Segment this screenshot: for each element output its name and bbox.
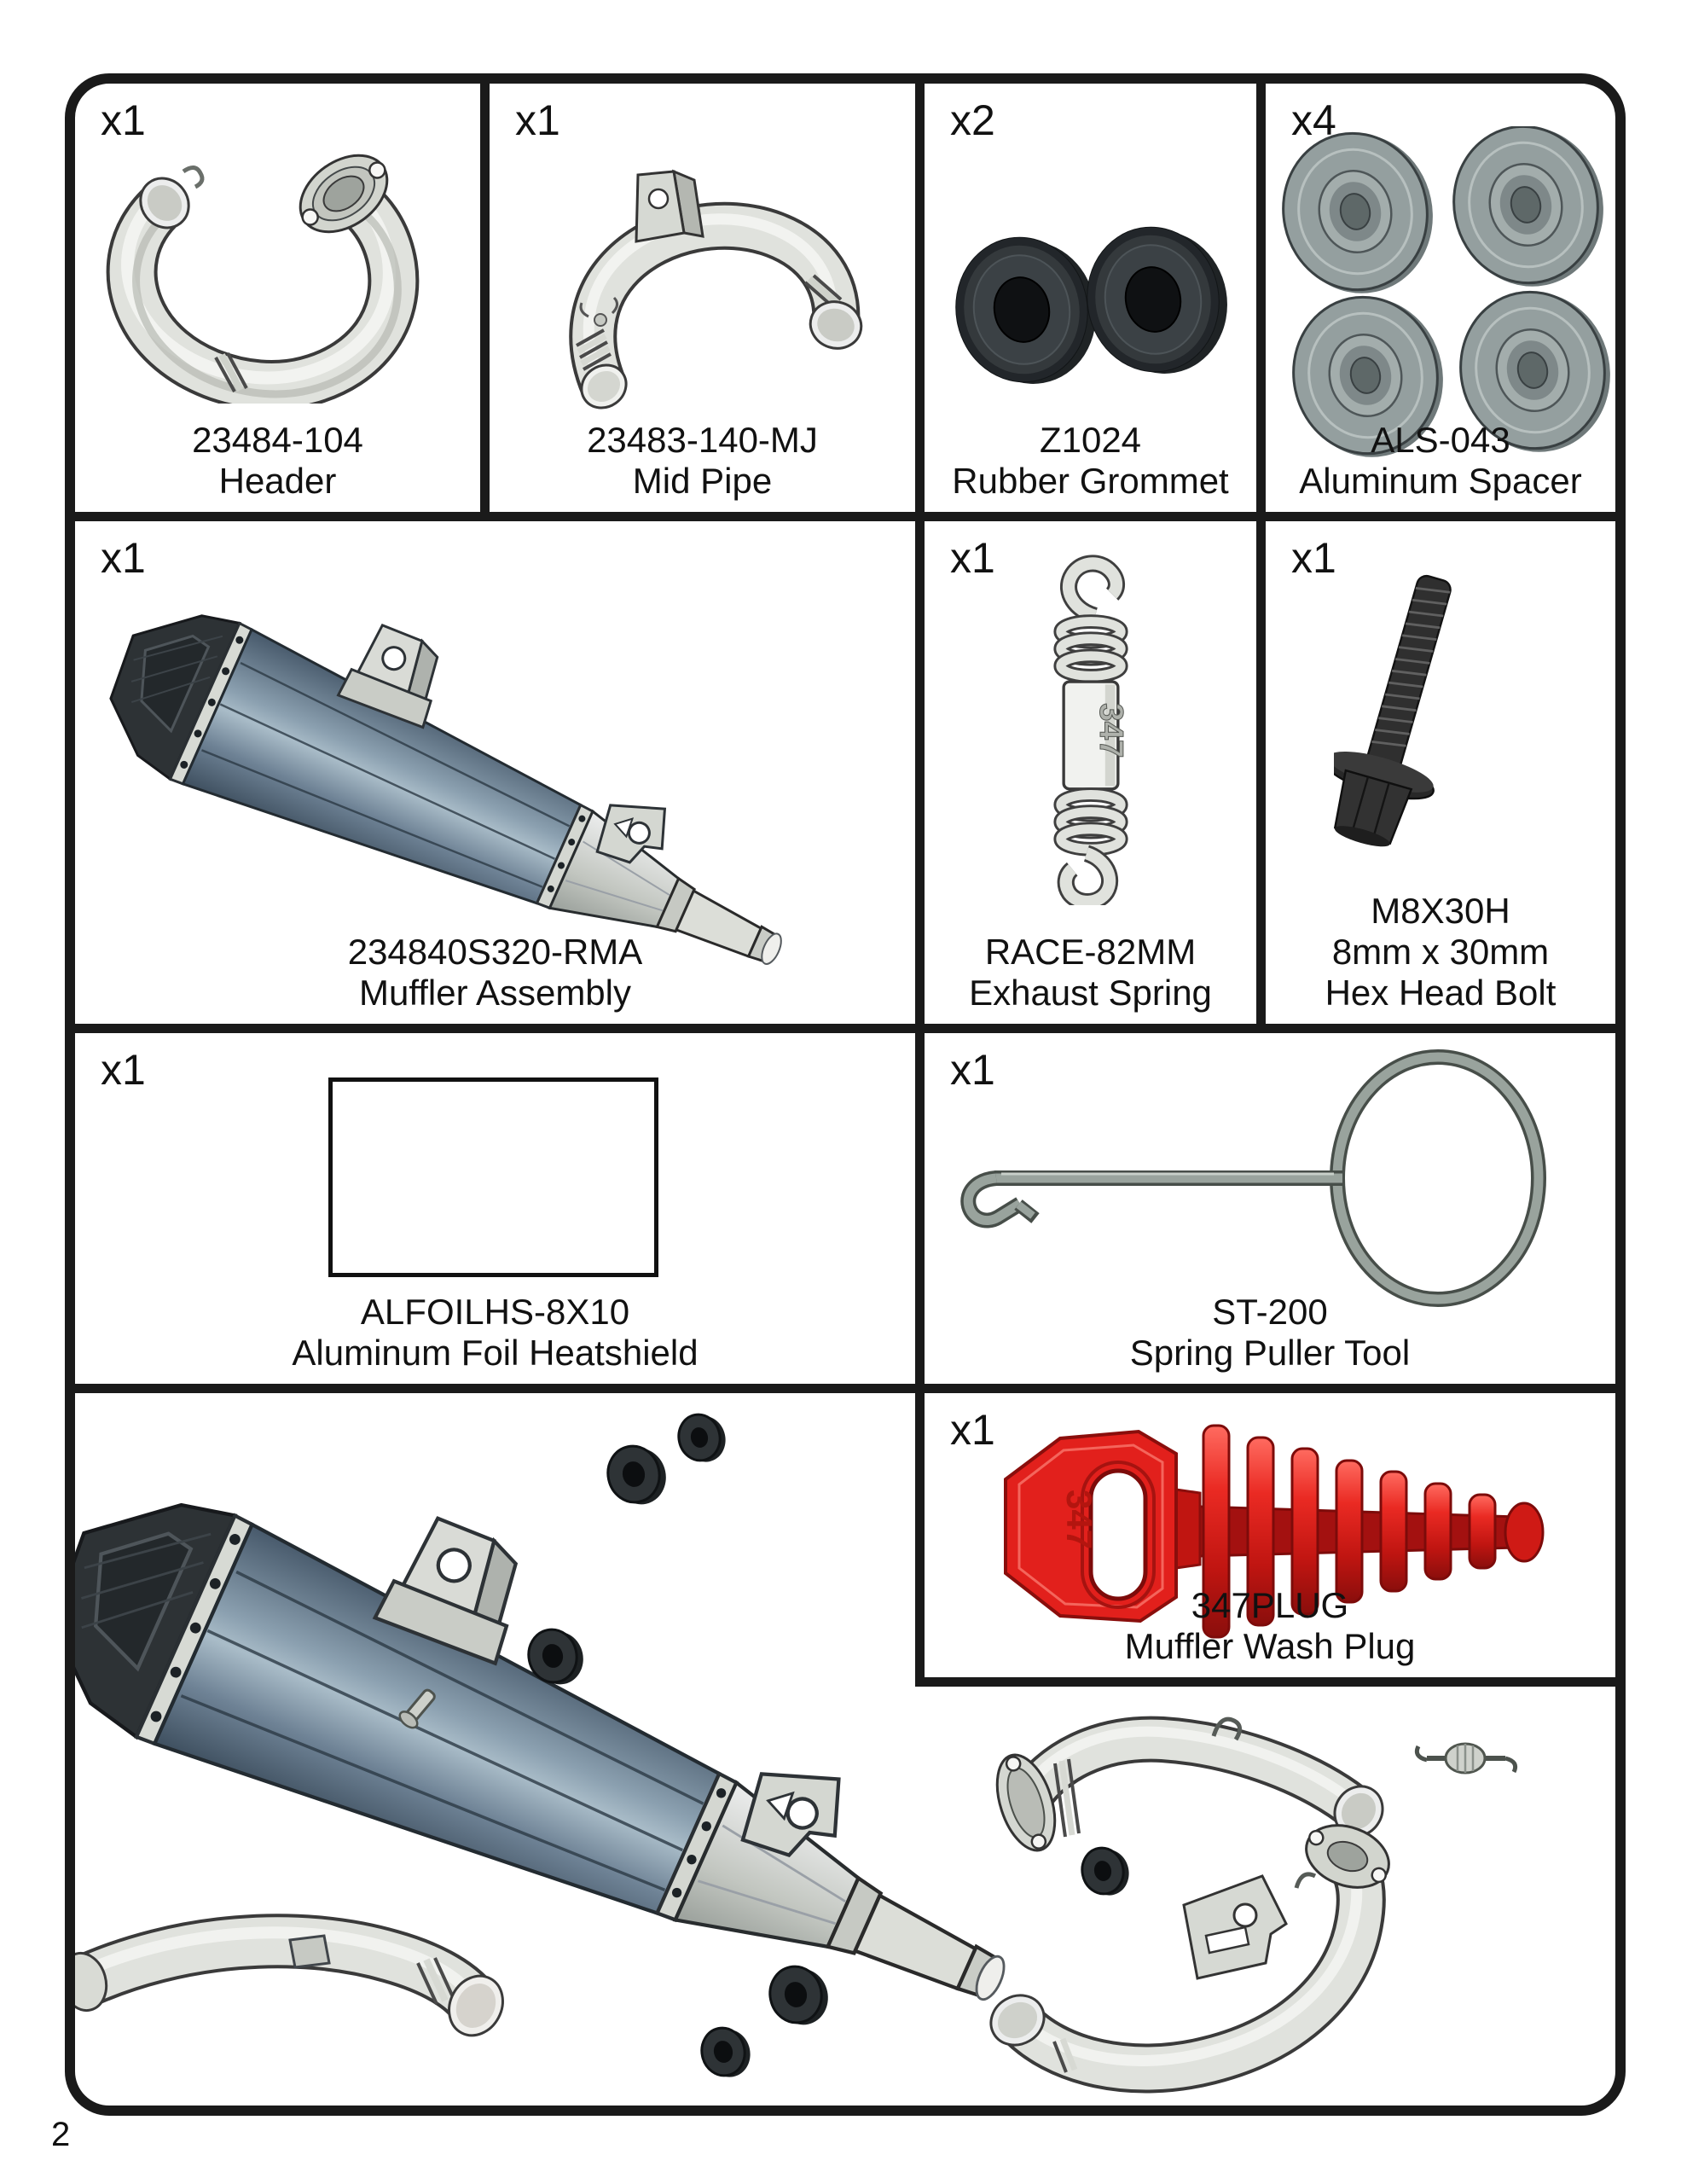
qty-label: x2 — [950, 96, 995, 144]
part-name: Header — [218, 461, 337, 501]
part-cell-heatshield: x1 ALFOILHS-8X10 Aluminum Foil Heatshiel… — [75, 1033, 915, 1384]
part-name: Aluminum Spacer — [1299, 461, 1582, 501]
floating-grommet-1 — [606, 1444, 666, 1505]
grid-divider-vertical-2 — [915, 84, 925, 1687]
floating-grommet-2 — [677, 1413, 726, 1462]
floating-grommet-3 — [527, 1628, 583, 1685]
part-caption: 347PLUG Muffler Wash Plug — [925, 1585, 1615, 1667]
grid-divider-horizontal-2 — [75, 1024, 1615, 1033]
grid-divider-vertical-1 — [480, 84, 490, 521]
spring-puller-icon — [960, 1049, 1546, 1307]
grid-divider-horizontal-4 — [915, 1677, 1615, 1687]
part-caption: RACE-82MM Exhaust Spring — [925, 932, 1256, 1014]
grid-divider-horizontal-3 — [75, 1384, 1615, 1393]
part-caption: Z1024 Rubber Grommet — [925, 420, 1256, 502]
header-pipe-illustration — [88, 122, 463, 404]
rubber-grommet-illustration — [936, 173, 1244, 429]
hex-bolt-icon — [1334, 574, 1452, 847]
floating-bolt-small — [398, 1688, 436, 1729]
qty-label: x1 — [950, 534, 995, 582]
exploded-assembly-illustration — [75, 1393, 1615, 2095]
mid-pipe-illustration — [501, 131, 902, 412]
part-cell-wash-plug: x1 — [925, 1393, 1615, 1677]
qty-label: x1 — [515, 96, 560, 144]
part-number: ST-200 — [1212, 1292, 1328, 1332]
exploded-header — [989, 1824, 1390, 2094]
qty-label: x1 — [101, 96, 146, 144]
part-name: Muffler Wash Plug — [1124, 1626, 1416, 1666]
part-number: 347PLUG — [1191, 1585, 1349, 1625]
part-cell-mid-pipe: x1 — [490, 84, 915, 512]
heatshield-icon — [328, 1077, 658, 1277]
part-cell-aluminum-spacer: x4 — [1266, 84, 1615, 512]
header-pipe-icon — [106, 154, 420, 404]
part-cell-header: x1 — [75, 84, 480, 512]
aluminum-spacer-icon — [1282, 126, 1610, 457]
qty-label: x1 — [1291, 534, 1336, 582]
part-name: Rubber Grommet — [952, 461, 1229, 501]
part-cell-exhaust-spring: x1 347 — [925, 521, 1256, 1024]
wash-plug-icon: 347 — [1004, 1424, 1545, 1639]
mid-pipe-icon — [569, 169, 863, 410]
qty-label: x1 — [950, 1406, 995, 1454]
part-number: M8X30H — [1371, 891, 1510, 931]
rubber-grommet-icon — [955, 226, 1227, 384]
part-name: Hex Head Bolt — [1325, 973, 1557, 1013]
part-caption: 234840S320-RMA Muffler Assembly — [75, 932, 915, 1014]
part-number: RACE-82MM — [984, 932, 1197, 972]
part-caption: 23483-140-MJ Mid Pipe — [490, 420, 915, 502]
part-cell-hex-bolt: x1 M8X30H 8mm x 30mm Hex Head Bolt — [1266, 521, 1615, 1024]
part-name: Aluminum Foil Heatshield — [292, 1333, 699, 1373]
part-caption: M8X30H 8mm x 30mm Hex Head Bolt — [1266, 891, 1615, 1014]
grid-divider-horizontal-1 — [75, 512, 1615, 521]
qty-label: x1 — [101, 1046, 146, 1094]
exploded-inlet-pipe — [75, 1914, 504, 2037]
part-caption: 23484-104 Header — [75, 420, 480, 502]
part-number: ALFOILHS-8X10 — [360, 1292, 630, 1332]
grid-divider-vertical-3 — [1256, 84, 1266, 1033]
muffler-assembly-icon — [109, 614, 782, 965]
part-cell-muffler-assembly: x1 — [75, 521, 915, 1024]
exploded-muffler — [75, 1502, 1006, 2001]
part-number: 23483-140-MJ — [587, 420, 818, 460]
exploded-mid-pipe — [995, 1716, 1384, 1852]
exhaust-spring-illustration: 347 — [998, 547, 1184, 905]
part-number: Z1024 — [1039, 420, 1142, 460]
floating-grommet-6 — [1081, 1846, 1129, 1896]
brand-mark-spring: 347 — [1093, 703, 1129, 758]
brand-mark-plug: 347 — [1059, 1490, 1099, 1549]
part-name: Spring Puller Tool — [1129, 1333, 1411, 1373]
part-cell-spring-puller: x1 ST-200 Spring Puller Tool — [925, 1033, 1615, 1384]
part-number: ALS-043 — [1371, 420, 1510, 460]
aluminum-spacer-illustration — [1270, 126, 1611, 459]
qty-label: x1 — [101, 534, 146, 582]
part-number: 23484-104 — [192, 420, 363, 460]
part-name: Exhaust Spring — [969, 973, 1212, 1013]
hex-bolt-illustration — [1334, 551, 1559, 892]
exploded-small-spring — [1414, 1742, 1518, 1774]
exploded-assembly-icon — [75, 1413, 1518, 2094]
floating-grommet-4 — [768, 1965, 828, 2025]
exhaust-spring-icon: 347 — [1053, 555, 1129, 905]
part-size: 8mm x 30mm — [1331, 932, 1550, 972]
qty-label: x1 — [950, 1046, 995, 1094]
part-cell-rubber-grommet: x2 Z1024 Rubb — [925, 84, 1256, 512]
floating-grommet-5 — [700, 2026, 751, 2077]
part-number: 234840S320-RMA — [347, 932, 643, 972]
spring-puller-illustration — [935, 1046, 1600, 1319]
muffler-assembly-illustration — [85, 543, 904, 969]
wash-plug-illustration: 347 — [971, 1397, 1568, 1653]
part-caption: ST-200 Spring Puller Tool — [925, 1292, 1615, 1374]
part-caption: ALS-043 Aluminum Spacer — [1266, 420, 1615, 502]
part-name: Muffler Assembly — [359, 973, 631, 1013]
qty-label: x4 — [1291, 96, 1336, 144]
part-caption: ALFOILHS-8X10 Aluminum Foil Heatshield — [75, 1292, 915, 1374]
part-name: Mid Pipe — [632, 461, 773, 501]
page-number: 2 — [51, 2116, 71, 2153]
